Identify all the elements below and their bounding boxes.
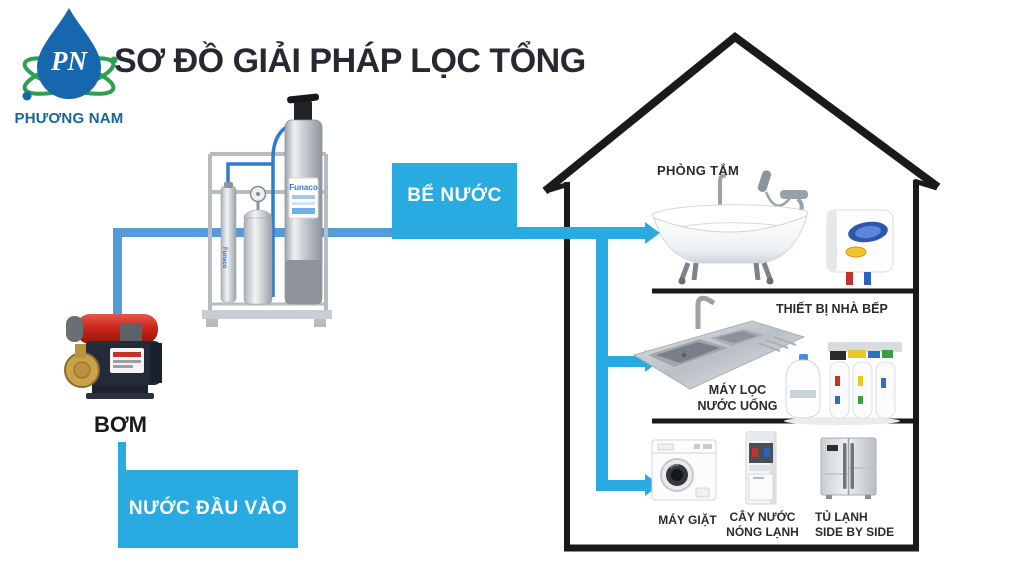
- svg-text:Funaco: Funaco: [221, 247, 227, 269]
- brand-logo: PN PHƯƠNG NAM: [14, 4, 124, 134]
- pipe-pump-riser: [113, 228, 122, 320]
- pipe-branch-kitchen: [596, 356, 646, 367]
- logo-initials: PN: [50, 46, 88, 76]
- water-tank-label-box: BỂ NƯỚC: [392, 163, 517, 228]
- pump-image: [64, 314, 162, 399]
- water-drop-logo-icon: PN: [22, 8, 118, 101]
- drinking-water-filter-label: MÁY LỌC NƯỚC UỐNG: [697, 383, 778, 413]
- kitchen-sink-image: [632, 295, 806, 390]
- fridge-label: TỦ LẠNH SIDE BY SIDE: [815, 510, 895, 539]
- filter-brand-label: Funaco: [289, 183, 318, 192]
- water-dispenser-image: [745, 431, 777, 505]
- water-heater-image: [826, 209, 894, 285]
- brand-name: PHƯƠNG NAM: [14, 110, 124, 127]
- refrigerator-image: [820, 437, 877, 499]
- input-water-label-box: NƯỚC ĐẦU VÀO: [118, 470, 298, 548]
- bathtub-image: [651, 170, 809, 285]
- kitchen-label: THIẾT BỊ NHÀ BẾP: [776, 302, 888, 316]
- bathroom-label: PHÒNG TẮM: [657, 163, 740, 178]
- page-title: SƠ ĐỒ GIẢI PHÁP LỌC TỔNG: [114, 42, 586, 80]
- pipe-input-stub: [118, 442, 126, 472]
- pipe-main-horizontal-bright: [392, 227, 646, 239]
- pipe-branch-utility: [596, 480, 646, 491]
- ro-water-filter-image: [784, 342, 902, 425]
- arrow-to-bathroom-icon: [645, 222, 660, 244]
- washer-label: MÁY GIẶT: [658, 513, 717, 527]
- dispenser-label: CÂY NƯỚC NÓNG LẠNH: [726, 510, 799, 539]
- washing-machine-image: [651, 439, 717, 501]
- pump-label: BƠM: [94, 412, 147, 437]
- whole-house-filter-image: Funaco Funaco: [202, 93, 332, 327]
